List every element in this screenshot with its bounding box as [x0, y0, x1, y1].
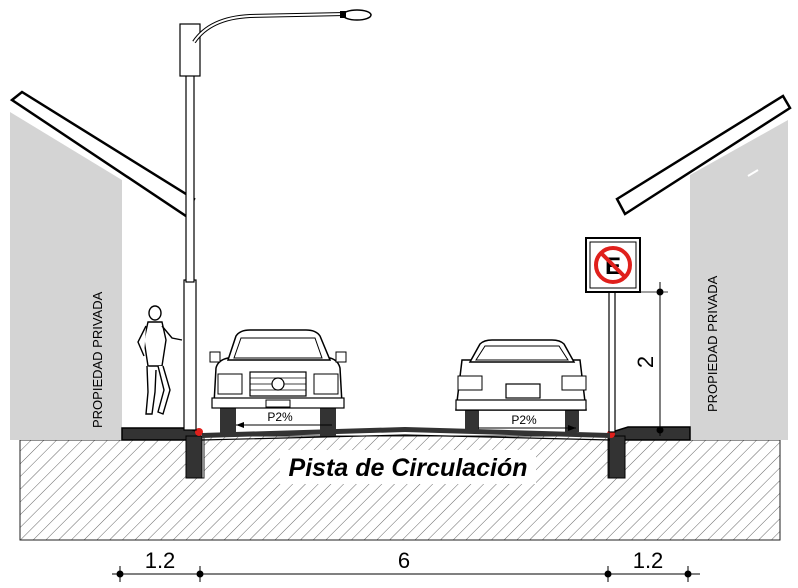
- right-sidewalk: [607, 426, 691, 479]
- slope-left: P2%: [236, 410, 332, 428]
- no-parking-sign-icon: E: [585, 237, 641, 433]
- dimension-roadway: 6: [398, 548, 410, 573]
- dimension-right-sidewalk: 1.2: [633, 548, 664, 573]
- slope-right: P2%: [478, 413, 576, 431]
- road-title-group: Pista de Circulación: [280, 450, 536, 484]
- road-surface: [201, 427, 611, 441]
- slope-left-label: P2%: [267, 410, 293, 424]
- street-lamp-icon: [179, 9, 372, 431]
- right-property-label: PROPIEDAD PRIVADA: [705, 275, 720, 412]
- sign-height-label: 2: [633, 356, 658, 368]
- sign-height-dimension: 2: [625, 282, 668, 436]
- left-building: PROPIEDAD PRIVADA: [9, 90, 196, 440]
- dimension-left-sidewalk: 1.2: [145, 548, 176, 573]
- left-sidewalk: [121, 427, 203, 479]
- right-building: PROPIEDAD PRIVADA: [615, 94, 792, 440]
- slope-right-label: P2%: [511, 413, 537, 427]
- left-curb-marker: [195, 428, 203, 436]
- road-title: Pista de Circulación: [289, 454, 528, 482]
- left-property-label: PROPIEDAD PRIVADA: [90, 291, 105, 428]
- car-front-icon: [209, 329, 347, 436]
- runner-icon: [137, 305, 183, 415]
- bottom-dimensions: 1.2 6 1.2: [112, 548, 700, 582]
- car-rear-icon: [455, 339, 587, 432]
